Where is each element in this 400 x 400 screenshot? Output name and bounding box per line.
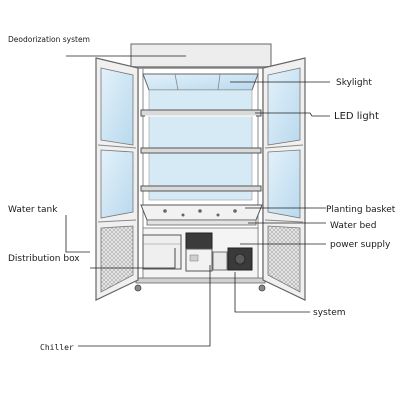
caster-right xyxy=(258,284,266,292)
planting-basket xyxy=(140,204,263,221)
label-planting-basket: Planting basket xyxy=(326,205,396,215)
led-light-bar xyxy=(140,109,262,117)
distribution-box-unit xyxy=(212,251,228,271)
cabinet-base xyxy=(135,277,266,284)
power-supply-unit xyxy=(227,247,253,271)
caster-left xyxy=(134,284,142,292)
back-glass-lower xyxy=(148,151,253,201)
deodorization-unit xyxy=(130,43,272,68)
shelf-middle xyxy=(140,147,262,154)
chiller-unit xyxy=(185,232,213,272)
back-glass-upper xyxy=(148,89,253,151)
label-power-supply: power supply xyxy=(330,240,391,250)
right-door xyxy=(262,57,306,301)
label-distribution-box: Distribution box xyxy=(8,254,80,264)
water-bed xyxy=(146,219,257,226)
label-chiller: Chiller xyxy=(40,343,74,352)
label-deodorization-system: Deodorization system xyxy=(8,35,90,44)
label-water-bed: Water bed xyxy=(330,221,376,231)
left-door xyxy=(95,57,139,301)
label-led-light: LED light xyxy=(334,111,379,122)
label-skylight: Skylight xyxy=(336,78,372,88)
shelf-lower xyxy=(140,185,262,192)
label-system: system xyxy=(313,308,346,318)
label-water-tank: Water tank xyxy=(8,205,58,215)
leader-lines xyxy=(65,55,330,347)
